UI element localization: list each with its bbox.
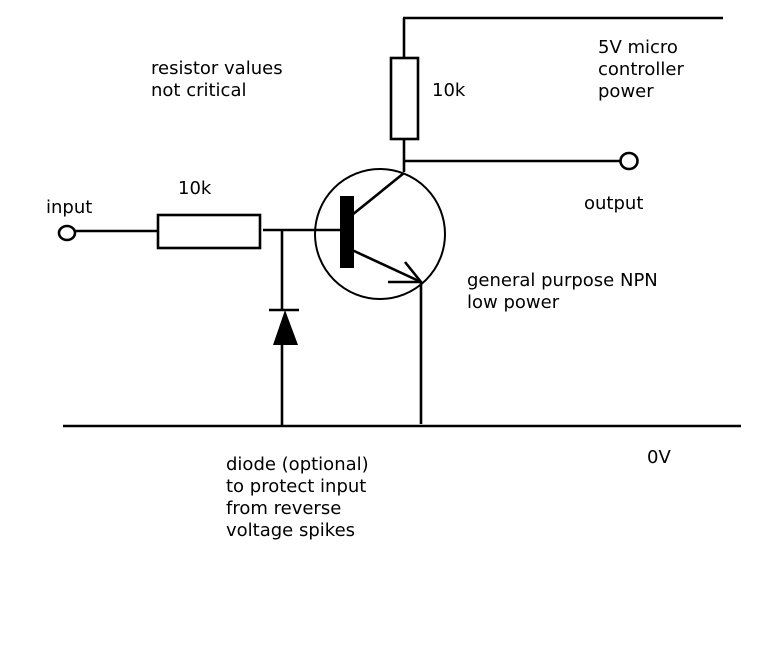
- transistor-base-bar: [340, 196, 354, 268]
- transistor-label: general purpose NPN low power: [467, 270, 658, 313]
- input-terminal: [57, 224, 77, 242]
- diode-label: diode (optional) to protect input from r…: [226, 454, 369, 541]
- transistor-envelope: [314, 168, 446, 300]
- transistor-collector-lead: [351, 171, 405, 217]
- collector-resistor-value: 10k: [432, 80, 466, 101]
- base-resistor-value: 10k: [178, 178, 212, 199]
- transistor-emitter-lead: [351, 248, 422, 284]
- output-terminal: [619, 151, 639, 171]
- diode-triangle: [273, 310, 298, 345]
- output-label: output: [584, 193, 644, 214]
- input-label: input: [46, 197, 93, 218]
- power-label: 5V micro controller power: [598, 37, 684, 102]
- ground-label: 0V: [647, 447, 671, 468]
- collector-resistor: [389, 56, 420, 141]
- base-resistor: [156, 213, 262, 250]
- note-label: resistor values not critical: [151, 58, 283, 101]
